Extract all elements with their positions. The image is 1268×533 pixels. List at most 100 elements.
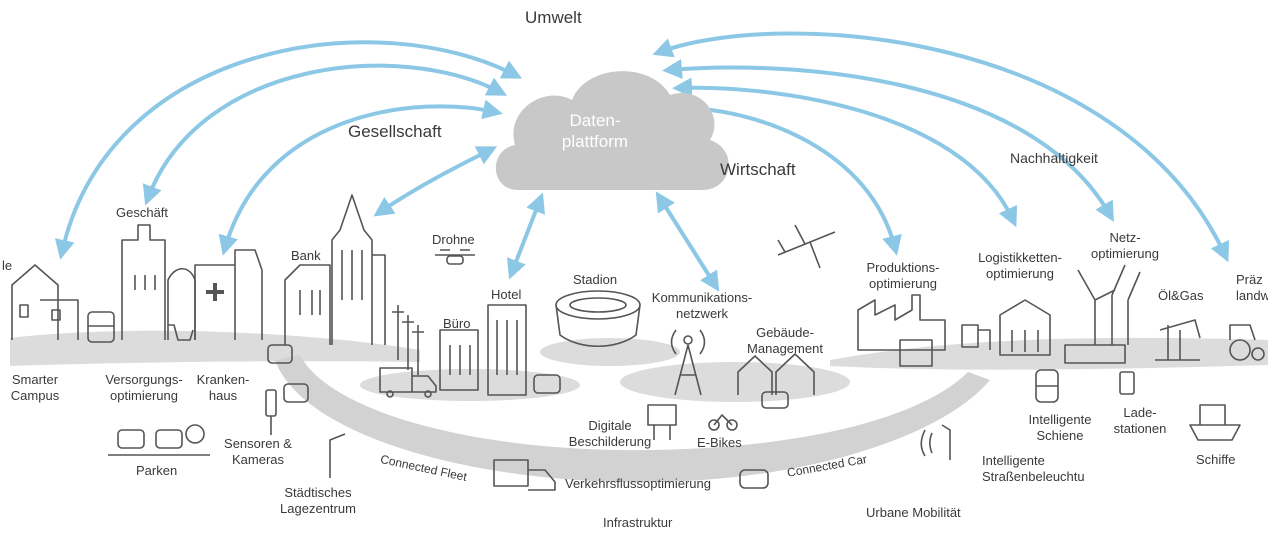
- airplane-icon: [777, 224, 836, 269]
- label-bm-line2: Management: [747, 340, 823, 356]
- label-communication-network: Kommunikations- netzwerk: [642, 290, 762, 321]
- tower-building-icon: [331, 194, 386, 345]
- label-control-line1: Städtisches: [284, 485, 352, 500]
- data-platform-cloud: [495, 71, 729, 191]
- domain-sustainability: Nachhaltigkeit: [1010, 150, 1098, 166]
- label-city-control-center: Städtisches Lagezentrum: [268, 485, 368, 516]
- label-sensors-line1: Sensoren &: [224, 436, 292, 451]
- truck-icon: [493, 459, 556, 491]
- label-hospital-line2: haus: [208, 387, 238, 403]
- train-icon: [1035, 369, 1059, 403]
- label-grid-line2: optimierung: [1091, 245, 1159, 261]
- label-smart-campus: Smarter Campus: [4, 372, 66, 403]
- label-comm-line1: Kommunikations-: [651, 290, 753, 305]
- charging-station-icon: [1119, 371, 1135, 395]
- label-supply-optimization: Versorgungs- optimierung: [94, 372, 194, 403]
- label-charging-line2: stationen: [1113, 420, 1167, 436]
- label-smart-rail: Intelligente Schiene: [1020, 412, 1100, 443]
- label-lighting-line1: Intelligente: [982, 453, 1045, 468]
- label-stadium: Stadion: [573, 272, 618, 287]
- label-logistics-optimization: Logistikketten- optimierung: [970, 250, 1070, 281]
- label-traffic-optimization: Verkehrsflussoptimierung: [565, 476, 711, 491]
- label-hotel: Hotel: [491, 287, 522, 302]
- label-signage-line2: Beschilderung: [568, 433, 652, 449]
- ground-platforms: [10, 330, 1268, 402]
- shop-building-icon: [121, 224, 196, 340]
- hotel-building-icon: [487, 304, 527, 396]
- domain-environment: Umwelt: [525, 8, 582, 27]
- label-signage-line1: Digitale: [588, 418, 632, 433]
- label-smart-lighting: Intelligente Straßenbeleuchtu: [982, 453, 1085, 484]
- label-precision-line2: landw: [1236, 287, 1268, 303]
- bus-icon: [87, 311, 115, 343]
- oil-pump-icon: [1155, 319, 1201, 361]
- campus-building-icon: [11, 264, 79, 340]
- domain-society: Gesellschaft: [348, 122, 442, 141]
- city-icons: [11, 194, 1265, 491]
- label-prod-line1: Produktions-: [866, 260, 940, 275]
- camera-pole-icon: [329, 433, 346, 478]
- label-ships: Schiffe: [1196, 452, 1236, 467]
- label-drone: Drohne: [432, 232, 475, 247]
- label-grid-line1: Netz-: [1109, 230, 1141, 245]
- label-digital-signage: Digitale Beschilderung: [565, 418, 655, 449]
- ebike-icon: [708, 414, 738, 431]
- label-precision-agriculture: Präz landw: [1236, 272, 1268, 303]
- tractor-icon: [1229, 324, 1265, 361]
- label-precision-line1: Präz: [1236, 272, 1263, 287]
- office-building-icon: [439, 329, 479, 391]
- label-prod-line2: optimierung: [869, 275, 937, 291]
- label-infrastructure: Infrastruktur: [603, 515, 673, 530]
- digital-sign-icon: [647, 404, 677, 440]
- domain-economy: Wirtschaft: [720, 160, 796, 179]
- data-platform-line2: plattform: [561, 132, 629, 152]
- label-hospital: Kranken- haus: [188, 372, 258, 403]
- traffic-light-icon: [265, 389, 277, 435]
- label-supply-line2: optimierung: [110, 387, 178, 403]
- label-control-line2: Lagezentrum: [280, 500, 356, 516]
- power-poles-icon: [392, 305, 424, 375]
- connected-car-icon: [739, 469, 769, 489]
- delivery-van-icon: [379, 367, 437, 398]
- label-grid-optimization: Netz- optimierung: [1080, 230, 1170, 261]
- label-bm-line1: Gebäude-: [756, 325, 814, 340]
- stadium-icon: [555, 290, 641, 348]
- bank-building-icon: [284, 264, 331, 345]
- label-campus-line2: Campus: [10, 387, 60, 403]
- label-office: Büro: [443, 316, 471, 331]
- label-sensors-cameras: Sensoren & Kameras: [218, 436, 298, 467]
- label-ebikes: E-Bikes: [697, 435, 742, 450]
- label-rail-line2: Schiene: [1036, 427, 1084, 443]
- label-log-line1: Logistikketten-: [978, 250, 1062, 265]
- warehouse-icon: [999, 299, 1051, 356]
- drone-icon: [435, 249, 475, 265]
- street-light-icon: [920, 424, 951, 460]
- shopping-cart-icon: [168, 324, 194, 341]
- antenna-tower-icon: [670, 329, 706, 396]
- car-icon: [533, 374, 561, 394]
- label-production-optimization: Produktions- optimierung: [858, 260, 948, 291]
- data-platform-label: Daten- plattform: [535, 110, 655, 153]
- label-urban-mobility: Urbane Mobilität: [866, 505, 961, 520]
- data-platform-line1: Daten-: [569, 111, 621, 130]
- wind-turbines-icon: [1064, 264, 1141, 364]
- factory-icon: [857, 294, 946, 367]
- label-comm-line2: netzwerk: [675, 305, 729, 321]
- hospital-icon: [194, 249, 263, 340]
- data-flow-arrows: [54, 31, 1229, 292]
- label-rail-line1: Intelligente: [1028, 412, 1092, 427]
- label-oil-gas: Öl&Gas: [1158, 288, 1204, 303]
- label-log-line2: optimierung: [986, 265, 1054, 281]
- forklift-icon: [961, 324, 991, 350]
- label-bank: Bank: [291, 248, 321, 263]
- label-charging-stations: Lade- stationen: [1100, 405, 1180, 436]
- label-building-management: Gebäude- Management: [740, 325, 830, 356]
- label-sensors-line2: Kameras: [231, 451, 285, 467]
- label-hospital-line1: Kranken-: [196, 372, 250, 387]
- label-lighting-line2: Straßenbeleuchtu: [982, 468, 1085, 484]
- road-band: [275, 355, 990, 483]
- houses-icon: [737, 353, 815, 409]
- label-supply-line1: Versorgungs-: [105, 372, 183, 387]
- label-shop: Geschäft: [116, 205, 169, 220]
